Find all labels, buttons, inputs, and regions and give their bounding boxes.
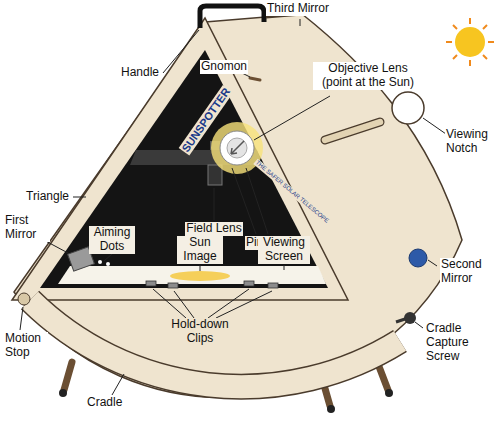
brand-text: SUNSPOTTER <box>179 85 234 155</box>
part-label: Field Lens <box>185 222 242 236</box>
part-label: Second Mirror <box>440 258 494 286</box>
tagline-text: THE SAFER SOLAR TELESCOPE <box>253 159 330 226</box>
part-label: Gnomon <box>200 60 248 74</box>
part-label: Triangle <box>25 190 70 204</box>
part-label: Cradle <box>86 396 123 410</box>
part-label: Viewing Screen <box>258 236 310 264</box>
part-label: Viewing Notch <box>445 128 497 156</box>
part-label: Cradle Capture Screw <box>425 322 481 363</box>
part-label: Sun Image <box>177 236 223 264</box>
part-label: Hold-down Clips <box>166 318 234 346</box>
part-label: Aiming Dots <box>89 226 135 254</box>
part-label: Third Mirror <box>266 2 330 16</box>
part-label: Motion Stop <box>4 332 48 360</box>
part-label: Handle <box>120 66 160 80</box>
part-label: First Mirror <box>4 214 50 242</box>
part-label: Objective Lens (point at the Sun) <box>313 62 423 90</box>
